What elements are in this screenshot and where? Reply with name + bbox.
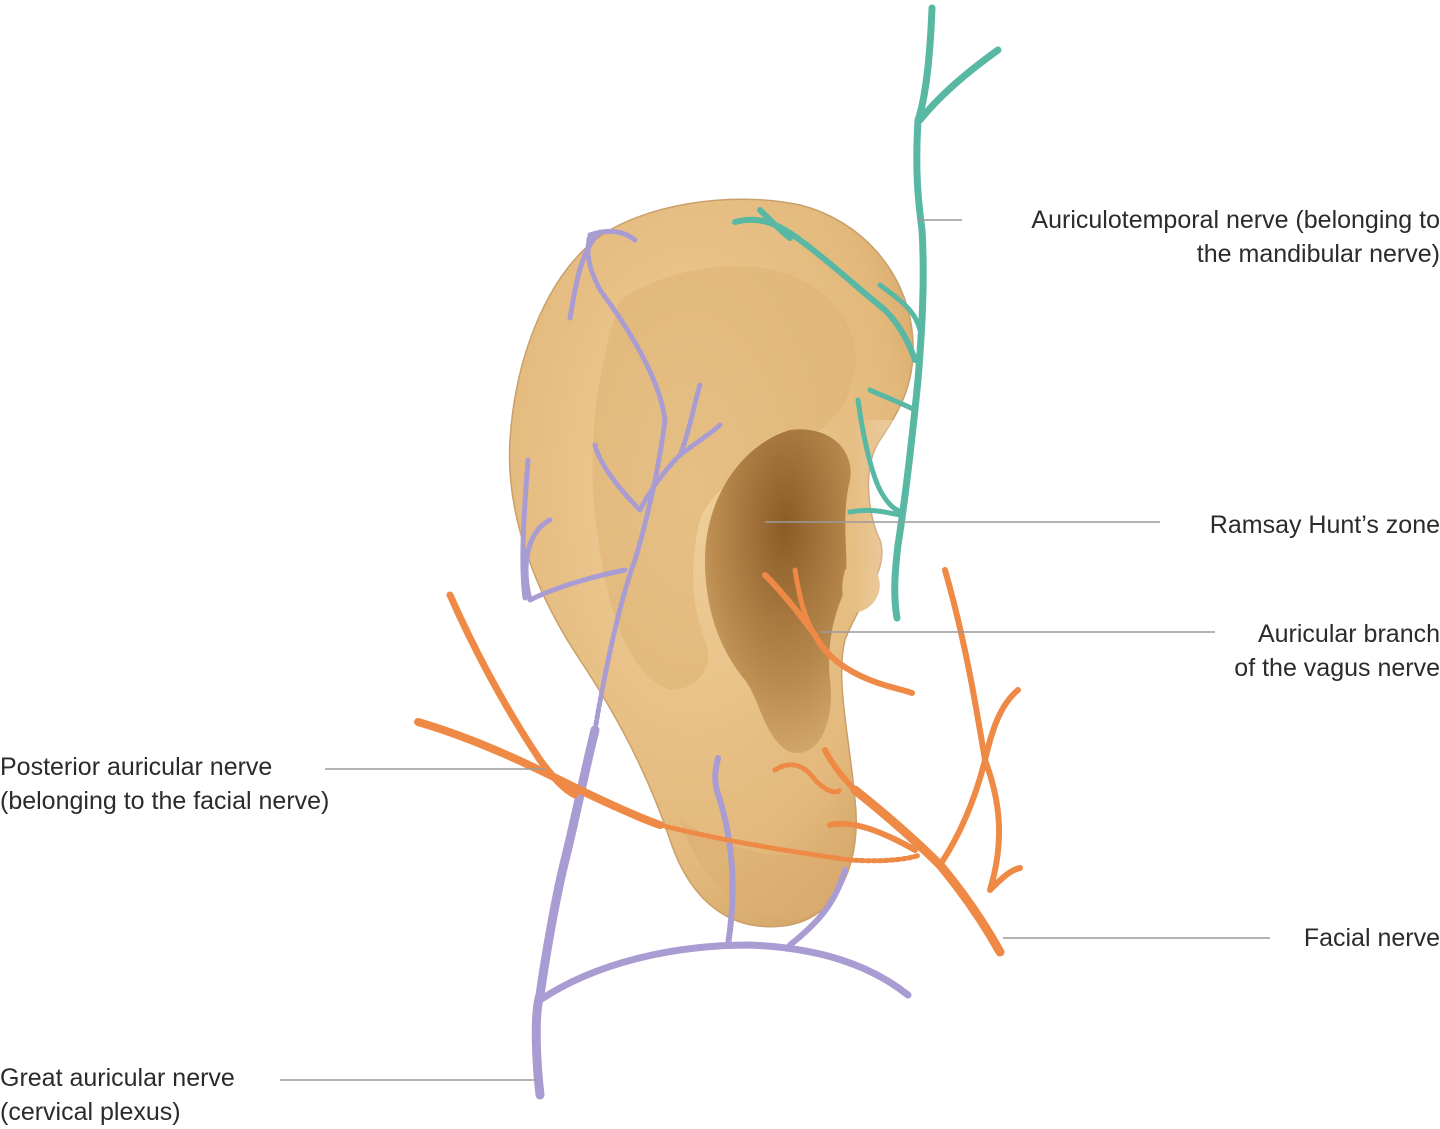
ear-antihelix bbox=[592, 266, 856, 690]
label-great-auricular-nerve: Great auricular nerve (cervical plexus) bbox=[0, 1061, 235, 1129]
label-auricular-branch-vagus: Auricular branch of the vagus nerve bbox=[1234, 617, 1440, 685]
vagus-auricular-lower-dotted bbox=[772, 762, 843, 795]
posterior-auricular-upper bbox=[446, 591, 579, 799]
posterior-auricular-nerve bbox=[414, 718, 664, 829]
label-posterior-auricular-nerve: Posterior auricular nerve (belonging to … bbox=[0, 750, 329, 818]
label-great-auricular-line1: Great auricular nerve bbox=[0, 1064, 235, 1092]
great-auricular-branch-lobe-1 bbox=[712, 755, 736, 948]
leader-lines bbox=[280, 219, 1270, 1081]
label-auricular-branch-line1: Auricular branch bbox=[1257, 620, 1440, 648]
auriculotemporal-ear-branch bbox=[732, 207, 918, 363]
great-auricular-branch-left bbox=[520, 457, 628, 603]
ear-right-fade bbox=[850, 420, 930, 800]
ear-lobe-shade bbox=[680, 820, 851, 920]
label-posterior-auricular-line2: (belonging to the facial nerve) bbox=[0, 787, 330, 815]
label-auriculotemporal-line2: the mandibular nerve) bbox=[1196, 240, 1440, 268]
label-auriculotemporal-nerve: Auriculotemporal nerve (belonging to the… bbox=[1031, 203, 1440, 271]
auriculotemporal-side-branch-2 bbox=[847, 387, 918, 518]
auriculotemporal-top-branch bbox=[916, 46, 1002, 124]
facial-nerve-branch-right bbox=[937, 567, 1023, 893]
auriculotemporal-nerve bbox=[732, 4, 1002, 622]
label-facial-line1: Facial nerve bbox=[1303, 924, 1440, 952]
posterior-auricular-dotted bbox=[657, 822, 923, 864]
facial-nerve-branch-ear bbox=[822, 747, 918, 853]
ear-illustration bbox=[508, 198, 930, 928]
label-auricular-branch-line2: of the vagus nerve bbox=[1234, 654, 1440, 682]
great-auricular-branch-lobe-2 bbox=[787, 867, 848, 948]
label-posterior-auricular-line1: Posterior auricular nerve bbox=[0, 753, 273, 781]
great-auricular-top-hook bbox=[567, 228, 638, 321]
label-great-auricular-line2: (cervical plexus) bbox=[0, 1098, 181, 1126]
vagus-auricular-top bbox=[792, 567, 818, 638]
facial-nerve-trunk bbox=[850, 785, 1005, 957]
vagus-auricular-branch bbox=[762, 572, 915, 696]
label-ramsay-hunt-zone: Ramsay Hunt’s zone bbox=[1210, 508, 1440, 542]
great-auricular-lower-arc bbox=[536, 941, 912, 1004]
facial-and-vagus-nerves bbox=[414, 567, 1023, 957]
great-auricular-posterior-dotted bbox=[585, 232, 668, 733]
auriculotemporal-side-branch-1 bbox=[877, 282, 923, 333]
label-auriculotemporal-line1: Auriculotemporal nerve (belonging to bbox=[1031, 206, 1440, 234]
label-ramsay-hunt-line1: Ramsay Hunt’s zone bbox=[1209, 511, 1440, 539]
great-auricular-branch-mid bbox=[592, 382, 723, 513]
label-facial-nerve: Facial nerve bbox=[1304, 921, 1440, 955]
